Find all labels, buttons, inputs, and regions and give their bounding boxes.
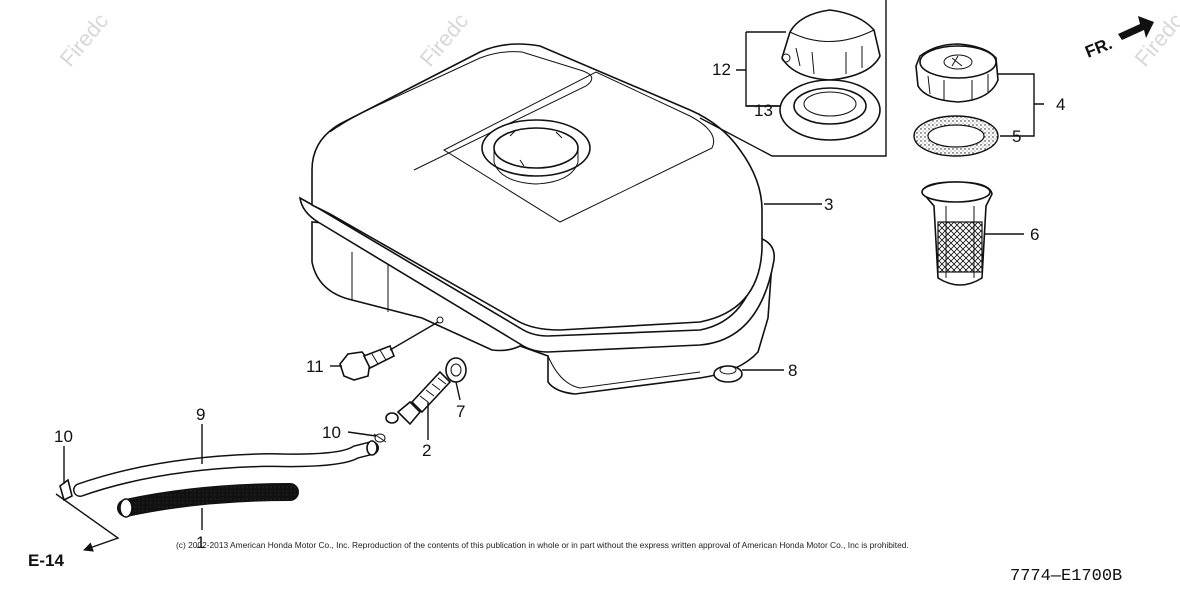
cap-gasket — [913, 115, 999, 157]
washer — [445, 357, 467, 383]
copyright-notice: (c) 2002-2013 American Honda Motor Co., … — [176, 540, 909, 550]
tube-clip — [59, 478, 73, 502]
fuel-tank — [298, 43, 776, 395]
callout-4: 4 — [1056, 95, 1065, 114]
callout-2: 2 — [422, 441, 431, 460]
callout-1: 1 — [196, 533, 205, 552]
front-arrow-icon — [1118, 16, 1154, 40]
fuel-cap — [915, 43, 999, 103]
callout-10: 10 — [322, 423, 341, 442]
fuel-valve — [385, 370, 452, 426]
callout-7: 7 — [456, 402, 465, 421]
callout-10: 10 — [54, 427, 73, 446]
callout-5: 5 — [1012, 127, 1021, 146]
leader-lines — [55, 31, 1044, 552]
watermark-text: Firedc — [55, 8, 113, 71]
callout-9: 9 — [196, 405, 205, 424]
fuel-cap-alternate — [781, 9, 881, 81]
callout-6: 6 — [1030, 225, 1039, 244]
alternate-group-bracket — [699, 0, 887, 157]
front-direction-label: FR. — [1082, 34, 1115, 62]
bolt — [339, 344, 396, 381]
watermark-text: Firedc — [1130, 8, 1180, 71]
clip — [373, 433, 387, 443]
reference-page-label: E-14 — [28, 551, 64, 570]
callout-12: 12 — [712, 60, 731, 79]
grommet — [713, 365, 743, 383]
watermark-group: Firedc Firedc Firedc — [55, 8, 1180, 71]
callout-11: 11 — [306, 357, 324, 376]
callout-8: 8 — [788, 361, 797, 380]
fuel-tube — [73, 440, 379, 497]
cap-seal-alternate — [779, 79, 881, 141]
callout-3: 3 — [824, 195, 833, 214]
breather-tube — [117, 483, 299, 518]
callout-labels: 3 12 13 4 5 6 8 7 2 10 11 9 1 10 E-14 — [28, 60, 1065, 570]
callout-13: 13 — [754, 101, 773, 120]
diagram-code: 7774—E1700B — [1010, 567, 1123, 586]
fuel-strainer — [921, 181, 993, 286]
